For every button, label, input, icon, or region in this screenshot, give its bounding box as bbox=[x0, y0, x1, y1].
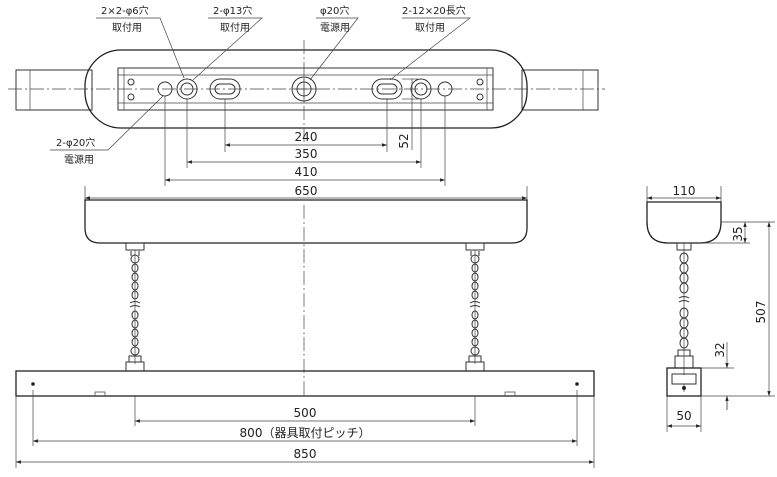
dim-800: 800（器具取付ピッチ） bbox=[240, 426, 371, 440]
label-hole-2x2-6: 2×2-φ6穴 bbox=[101, 4, 149, 17]
top-view bbox=[8, 40, 605, 142]
label-hole-2-20-use: 電源用 bbox=[64, 153, 94, 166]
side-view: 110 35 507 32 bbox=[646, 184, 775, 432]
left-chain bbox=[125, 242, 145, 372]
hole-6-1 bbox=[127, 78, 135, 86]
right-chain bbox=[465, 242, 485, 372]
dim-110: 110 bbox=[673, 184, 696, 198]
left-pipe-stub bbox=[15, 69, 93, 111]
dim-650: 650 bbox=[295, 184, 318, 198]
dim-50: 50 bbox=[676, 409, 691, 423]
label-hole-2-20: 2-φ20穴 bbox=[56, 136, 95, 149]
label-slot-2-12x20-use: 取付用 bbox=[415, 21, 445, 34]
dim-850: 850 bbox=[294, 447, 317, 461]
dim-35: 35 bbox=[731, 226, 745, 241]
hole-6-4 bbox=[476, 93, 484, 101]
label-hole-2-13-use: 取付用 bbox=[220, 21, 250, 34]
lamp-body bbox=[15, 370, 595, 397]
dim-507: 507 bbox=[754, 301, 768, 324]
dim-52: 52 bbox=[397, 133, 411, 148]
front-view: 650 bbox=[15, 184, 595, 468]
dim-350: 350 bbox=[295, 147, 318, 161]
dim-410: 410 bbox=[295, 165, 318, 179]
hole-6-3 bbox=[476, 78, 484, 86]
dim-32: 32 bbox=[713, 342, 727, 357]
top-dimensions: 240 350 410 52 bbox=[164, 78, 446, 186]
dim-240: 240 bbox=[295, 130, 318, 144]
callouts: 2×2-φ6穴 取付用 2-φ13穴 取付用 φ20穴 電源用 2-12×20長… bbox=[50, 4, 472, 166]
label-hole-2-13: 2-φ13穴 bbox=[213, 4, 252, 17]
label-hole-20-use: 電源用 bbox=[320, 21, 350, 34]
label-hole-2x2-6-use: 取付用 bbox=[112, 21, 142, 34]
side-lamp-body bbox=[666, 367, 702, 397]
right-pipe-stub bbox=[521, 69, 599, 111]
label-slot-2-12x20: 2-12×20長穴 bbox=[402, 4, 466, 17]
side-canopy bbox=[646, 201, 722, 244]
dim-500: 500 bbox=[294, 406, 317, 420]
canopy bbox=[84, 199, 528, 244]
label-hole-20: φ20穴 bbox=[320, 4, 349, 17]
hole-6-2 bbox=[127, 93, 135, 101]
